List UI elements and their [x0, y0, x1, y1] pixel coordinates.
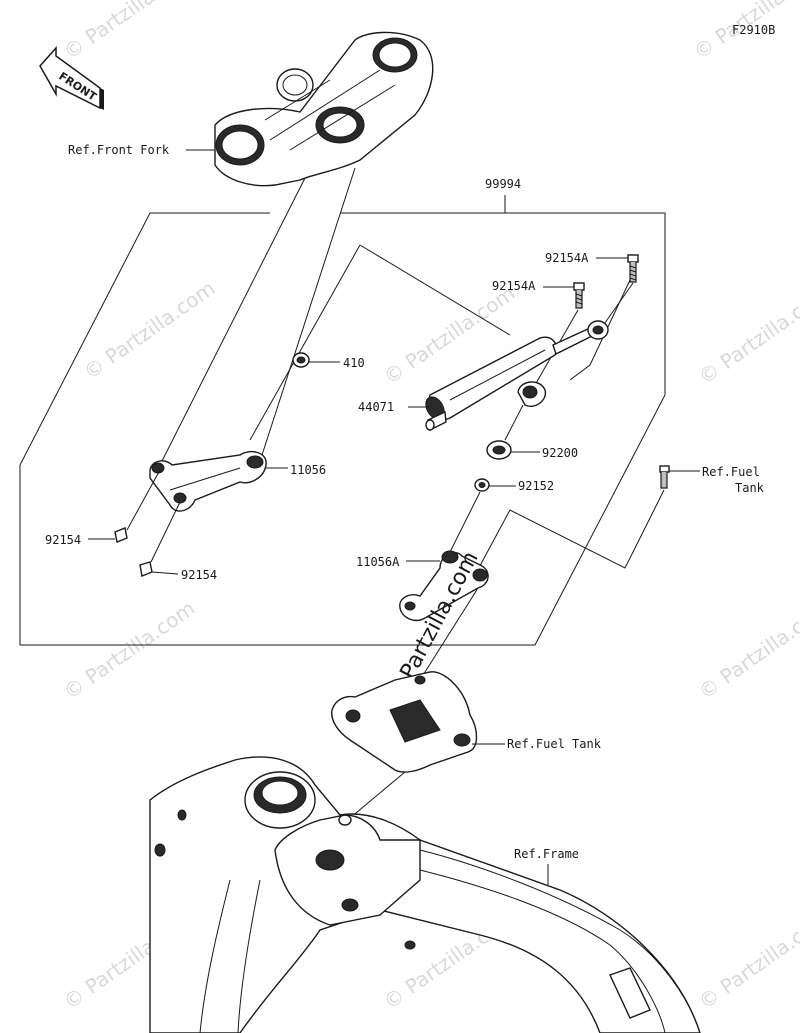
watermark-text: © Partzilla.com: [59, 596, 199, 704]
watermark-text: © Partzilla.com: [694, 596, 800, 704]
collar-92152: [474, 478, 490, 492]
part-label-92154-1: 92154: [45, 533, 81, 547]
bolt-92154A-upper: [627, 254, 639, 283]
part-label-44071: 44071: [358, 400, 394, 414]
upper-triple-clamp: [214, 31, 434, 187]
bolt-92154A-lower: [573, 282, 585, 309]
ref-fuel-tank-label-1a: Ref.Fuel: [702, 465, 760, 479]
part-label-99994: 99994: [485, 177, 521, 191]
ref-front-fork-label: Ref.Front Fork: [68, 143, 170, 157]
part-label-11056: 11056: [290, 463, 326, 477]
ref-fuel-tank-label-2: Ref.Fuel Tank: [507, 737, 602, 751]
steering-damper: [425, 320, 609, 432]
bracket-11056: [149, 450, 267, 512]
part-label-92154A-2: 92154A: [492, 279, 536, 293]
collar-410: [292, 352, 310, 368]
bolt-92154-left: [114, 469, 161, 543]
fuel-tank-bracket: [331, 671, 478, 773]
watermark-text: © Partzilla.com: [694, 281, 800, 389]
watermark-text: © Partzilla.com: [694, 906, 800, 1014]
part-label-92154A-1: 92154A: [545, 251, 589, 265]
ref-fuel-tank-label-1b: Tank: [735, 481, 765, 495]
watermark-text: © Partzilla.com: [59, 0, 199, 64]
bolt-92154-right: [139, 501, 181, 577]
figure-code: F2910B: [732, 23, 775, 37]
part-label-11056A: 11056A: [356, 555, 400, 569]
frame: [149, 756, 701, 1033]
bracket-11056A: [399, 550, 489, 622]
bolt-ref-fuel-tank: [659, 465, 670, 489]
part-label-92200: 92200: [542, 446, 578, 460]
washer-92200: [486, 440, 512, 460]
ref-frame-label: Ref.Frame: [514, 847, 579, 861]
watermark-text: © Partzilla.com: [79, 276, 219, 384]
part-label-92154-2: 92154: [181, 568, 217, 582]
part-label-410: 410: [343, 356, 365, 370]
part-label-92152: 92152: [518, 479, 554, 493]
